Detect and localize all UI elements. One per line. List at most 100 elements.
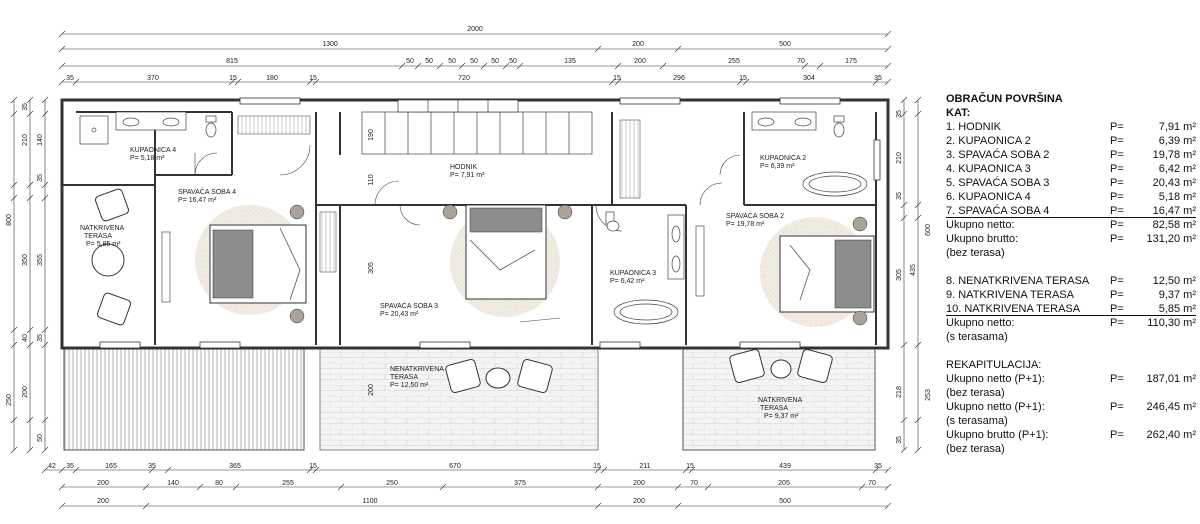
dimension-tick: [900, 96, 908, 104]
dim-int-110: 110: [368, 174, 375, 185]
terrace-note: (s terasama): [946, 331, 1008, 343]
floor-plan: 2000 1300 200 500 815 50 50 50 50 50 50 …: [6, 26, 930, 510]
dim-left-35a: 35: [22, 103, 29, 111]
dim-top-500: 500: [779, 41, 791, 48]
dim-top-255: 255: [728, 58, 740, 65]
dimension-tick: [900, 214, 908, 222]
dimension-tick: [41, 110, 49, 118]
dim-right-35a: 35: [896, 110, 903, 118]
brutto-row: Ukupno brutto:P=131,20 m²: [946, 233, 1196, 245]
dim-bot-1100: 1100: [362, 498, 377, 505]
label-natk-right-1: NATKRIVENA: [758, 397, 803, 404]
dim-top-200a: 200: [632, 41, 644, 48]
dimension-tick: [142, 502, 150, 510]
label-natk-right-2: TERASA: [760, 405, 788, 412]
dimension-tick: [914, 96, 922, 104]
bathroom-2-fixtures: [751, 111, 868, 197]
dimension-tick: [914, 201, 922, 209]
dimension-tick: [337, 483, 345, 491]
dimension-tick: [232, 483, 240, 491]
bottom-dimensions: [41, 466, 892, 510]
dimension-tick: [884, 483, 892, 491]
dimension-tick: [914, 341, 922, 349]
dim-bot-15b: 15: [593, 463, 601, 470]
dimension-tick: [164, 466, 172, 474]
dim-right-35c: 35: [896, 436, 903, 444]
dimension-tick: [900, 110, 908, 118]
dimension-tick: [58, 466, 66, 474]
dim-top-35b: 35: [874, 75, 882, 82]
area-subtitle: KAT:: [946, 107, 971, 119]
label-nenatk-1: NENATKRIVENA: [390, 366, 444, 373]
dimension-tick: [10, 416, 18, 424]
dim-bot-255: 255: [282, 480, 294, 487]
dimension-tick: [26, 96, 34, 104]
dimension-tick: [914, 416, 922, 424]
dimension-tick: [228, 78, 236, 86]
dimension-tick: [10, 326, 18, 334]
bathroom-4-fixtures: [79, 111, 217, 145]
dimension-tick: [41, 416, 49, 424]
label-soba2-name: SPAVAĆA SOBA 2: [726, 211, 784, 220]
windows: [99, 97, 881, 349]
dimension-tick: [306, 78, 314, 86]
recap-note: (bez terasa): [946, 387, 1005, 399]
dim-top-15c: 15: [613, 75, 621, 82]
dimension-tick: [234, 78, 242, 86]
dim-bot-165: 165: [105, 463, 117, 470]
dim-left-800: 800: [6, 214, 13, 226]
doors: [194, 144, 741, 323]
dimension-tick: [398, 62, 406, 70]
dim-bot-200b: 200: [633, 480, 645, 487]
dimension-tick: [26, 326, 34, 334]
dim-top-50a: 50: [406, 58, 414, 65]
dim-bot-200d: 200: [633, 498, 645, 505]
terrace-netto-row: Ukupno netto:P=110,30 m²: [946, 317, 1196, 329]
dimension-tick: [872, 78, 880, 86]
dimension-tick: [414, 62, 422, 70]
closet-mid: [319, 211, 337, 273]
dim-top-815: 815: [226, 58, 238, 65]
dim-right-210: 210: [896, 152, 903, 164]
dim-bot-670: 670: [449, 463, 461, 470]
dim-top-50c: 50: [448, 58, 456, 65]
label-kup2-name: KUPAONICA 2: [760, 155, 806, 162]
netto-row: Ukupno netto:P=82,58 m²: [946, 219, 1196, 231]
label-natk-right-area: P= 9,37 m²: [764, 413, 799, 420]
label-soba4-area: P= 16,47 m²: [178, 197, 217, 204]
dimension-tick: [594, 483, 602, 491]
dimension-tick: [72, 466, 80, 474]
dimension-tick: [674, 483, 682, 491]
dimension-tick: [72, 78, 80, 86]
dim-top-50b: 50: [425, 58, 433, 65]
dimension-tick: [312, 78, 320, 86]
dimension-tick: [900, 446, 908, 454]
dimension-tick: [58, 45, 66, 53]
dim-top-1300: 1300: [322, 41, 338, 48]
dimension-tick: [884, 45, 892, 53]
top-dimensions: [58, 30, 892, 86]
bed-room-2: [695, 216, 875, 327]
label-kup4-name: KUPAONICA 4: [130, 147, 176, 154]
dim-bot-200a: 200: [97, 480, 109, 487]
dim-top-50f: 50: [509, 58, 517, 65]
dimension-tick: [58, 62, 66, 70]
dim-int-200: 200: [368, 384, 375, 396]
dimension-tick: [674, 502, 682, 510]
dim-bot-140: 140: [167, 480, 179, 487]
dim-top-15a: 15: [229, 75, 237, 82]
dim-left-250: 250: [6, 394, 13, 406]
dim-top-720: 720: [458, 75, 470, 82]
label-soba2-area: P= 19,78 m²: [726, 221, 765, 228]
dimension-tick: [884, 78, 892, 86]
dimension-tick: [10, 110, 18, 118]
label-hodnik-name: HODNIK: [450, 164, 478, 171]
label-soba3-name: SPAVAĆA SOBA 3: [380, 301, 438, 310]
dim-bot-205: 205: [778, 480, 790, 487]
label-kup3-name: KUPAONICA 3: [610, 270, 656, 277]
brutto-note: (bez terasa): [946, 247, 1005, 259]
